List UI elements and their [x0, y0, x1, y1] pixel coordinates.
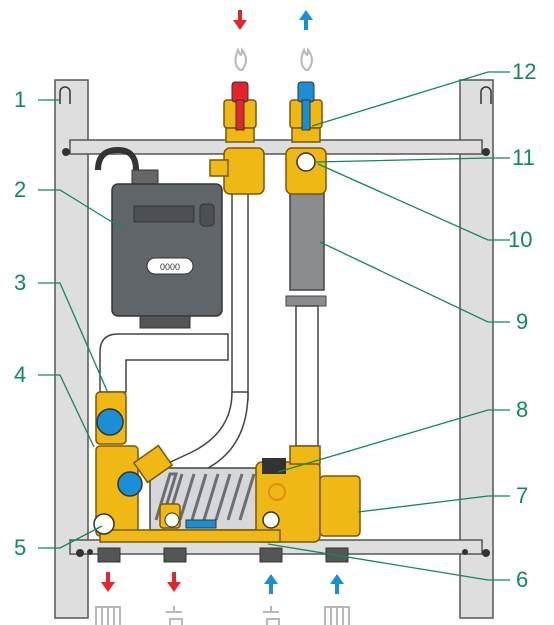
frame-left-post [54, 79, 89, 619]
gas-flame-icon [234, 47, 313, 71]
callout-6: 6 [516, 567, 529, 592]
sensor-port [296, 152, 316, 172]
callout-9: 9 [516, 309, 529, 334]
white-pipes [99, 189, 249, 487]
callout-4: 4 [14, 362, 27, 387]
callout-7: 7 [516, 483, 529, 508]
gas-valve-handles [231, 81, 315, 131]
radiator-icon [324, 606, 350, 625]
frame-hooks [59, 86, 492, 104]
flexible-pipe [285, 189, 327, 447]
callout-leaders [38, 71, 510, 581]
radiator-icon [95, 606, 121, 625]
callout-11: 11 [512, 145, 535, 170]
callout-2: 2 [14, 177, 27, 202]
callout-10: 10 [508, 227, 533, 252]
tap-icon [263, 606, 280, 625]
bottom-valve-details [93, 408, 286, 535]
bottom-icons [95, 606, 350, 625]
frame-screws [62, 148, 490, 557]
meter-display-text: 0000 [160, 262, 180, 272]
tap-icon [166, 606, 183, 625]
frame-right-post [459, 79, 494, 619]
bottom-connectors [97, 547, 349, 563]
callout-8: 8 [516, 397, 529, 422]
top-valves [209, 99, 327, 195]
callout-1: 1 [14, 87, 27, 112]
callout-3: 3 [14, 270, 27, 295]
top-flow-arrows [233, 10, 313, 30]
callout-12: 12 [512, 59, 537, 84]
heat-meter: 0000 [95, 146, 223, 329]
frame-top-rail [69, 139, 483, 155]
callout-5: 5 [14, 535, 27, 560]
bottom-flow-arrows [101, 572, 344, 594]
